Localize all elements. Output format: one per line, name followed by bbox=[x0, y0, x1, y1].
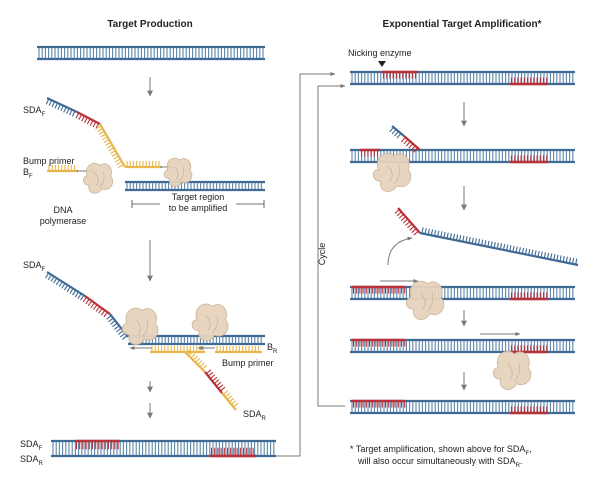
displaced-red bbox=[394, 207, 421, 236]
polymerase-fold bbox=[211, 315, 218, 334]
diagram-graphics bbox=[37, 45, 579, 458]
label-dna: DNA bbox=[53, 205, 72, 215]
polymerase-fold bbox=[427, 292, 434, 312]
polymerase-2b bbox=[191, 303, 229, 341]
strand-backbone bbox=[46, 97, 78, 113]
sdar-tail-yellow bbox=[184, 348, 207, 373]
cycle-duplex-5 bbox=[350, 399, 575, 415]
polymerase-fold bbox=[420, 292, 426, 310]
sdar-binding-yellow bbox=[150, 346, 205, 354]
bump-primer-f bbox=[47, 165, 78, 173]
polymerase-fold bbox=[174, 166, 179, 180]
polymerase-4 bbox=[405, 280, 445, 320]
strand-backbone bbox=[221, 392, 237, 411]
strand-backbone bbox=[84, 295, 111, 315]
strand-backbone bbox=[99, 123, 126, 168]
strand-backbone bbox=[397, 207, 421, 234]
label-sdaf-1: SDAF bbox=[23, 105, 46, 118]
polymerase-fold bbox=[205, 315, 211, 332]
target-dna-duplex bbox=[37, 45, 265, 61]
cycle-connector-line bbox=[276, 72, 336, 457]
label-sdar-1: SDAR bbox=[243, 409, 267, 422]
strand-backbone bbox=[76, 111, 101, 125]
sdar-tail-blue-end bbox=[221, 390, 239, 411]
label-bump-primer-r: Bump primer bbox=[222, 358, 274, 368]
polymerase-fold bbox=[141, 319, 148, 338]
polymerase-2a bbox=[121, 307, 159, 345]
cycle-loop-line bbox=[317, 84, 346, 407]
label-sdaf-2: SDAF bbox=[23, 260, 46, 273]
denatured-dna-strand bbox=[125, 180, 265, 192]
nicked-strand-red bbox=[401, 135, 421, 153]
sdaf-displaced-red bbox=[82, 295, 111, 318]
sdaf-primer-yellow bbox=[125, 161, 162, 169]
polymerase-fold bbox=[387, 164, 393, 182]
polymerase-fold bbox=[94, 172, 99, 186]
title-exponential-amplification: Exponential Target Amplification* bbox=[383, 19, 542, 30]
sdaf-primer-tail-blue bbox=[45, 97, 78, 117]
strand-backbone bbox=[403, 135, 421, 151]
strand-backbone bbox=[391, 125, 405, 137]
label-target-region-2: to be amplified bbox=[169, 203, 228, 213]
title-target-production: Target Production bbox=[107, 19, 192, 30]
cycle-duplex-1 bbox=[350, 70, 575, 86]
label-target-region-1: Target region bbox=[172, 192, 225, 202]
sdar-tail-red bbox=[204, 369, 226, 394]
nicking-site-marker bbox=[378, 61, 386, 67]
label-nicking-enzyme: Nicking enzyme bbox=[348, 48, 412, 58]
polymerase-fold bbox=[99, 172, 105, 188]
footnote-line-1: * Target amplification, shown above for … bbox=[350, 444, 532, 457]
displacement-arrow bbox=[387, 236, 413, 266]
nicked-strand-blue bbox=[389, 125, 405, 139]
label-sdar-2: SDAR bbox=[20, 454, 44, 467]
label-polymerase: polymerase bbox=[40, 216, 87, 226]
cycle-duplex-3 bbox=[350, 285, 575, 301]
strand-backbone bbox=[46, 271, 86, 297]
cycle-duplex-4 bbox=[350, 338, 575, 354]
label-bump-primer-f: Bump primer bbox=[23, 156, 75, 166]
polymerase-fold bbox=[394, 164, 401, 184]
polymerase-5 bbox=[492, 350, 532, 390]
polymerase-fold bbox=[514, 362, 521, 382]
polymerase-fold bbox=[507, 362, 513, 380]
polymerase-fold bbox=[179, 166, 185, 181]
final-product-duplex bbox=[51, 439, 276, 458]
polymerase-1b bbox=[163, 157, 193, 187]
sdaf-primer-yellow-diag bbox=[95, 123, 126, 168]
label-br: BR bbox=[267, 342, 278, 355]
polymerase-fold bbox=[135, 319, 141, 336]
strand-backbone bbox=[204, 371, 223, 394]
displaced-product bbox=[419, 227, 579, 267]
strand-backbone bbox=[419, 231, 579, 267]
label-bf: BF bbox=[23, 167, 33, 180]
bump-primer-r bbox=[215, 346, 262, 354]
polymerase-3 bbox=[372, 152, 412, 192]
strand-backbone bbox=[184, 351, 206, 373]
sdaf-primer-tail-red bbox=[75, 111, 101, 129]
polymerase-1a bbox=[82, 162, 114, 194]
sdaf-displaced-blue bbox=[45, 271, 86, 301]
label-cycle: Cycle bbox=[317, 243, 327, 266]
footnote-line-2: will also occur simultaneously with SDAR… bbox=[357, 456, 522, 469]
label-sdaf-3: SDAF bbox=[20, 439, 43, 452]
